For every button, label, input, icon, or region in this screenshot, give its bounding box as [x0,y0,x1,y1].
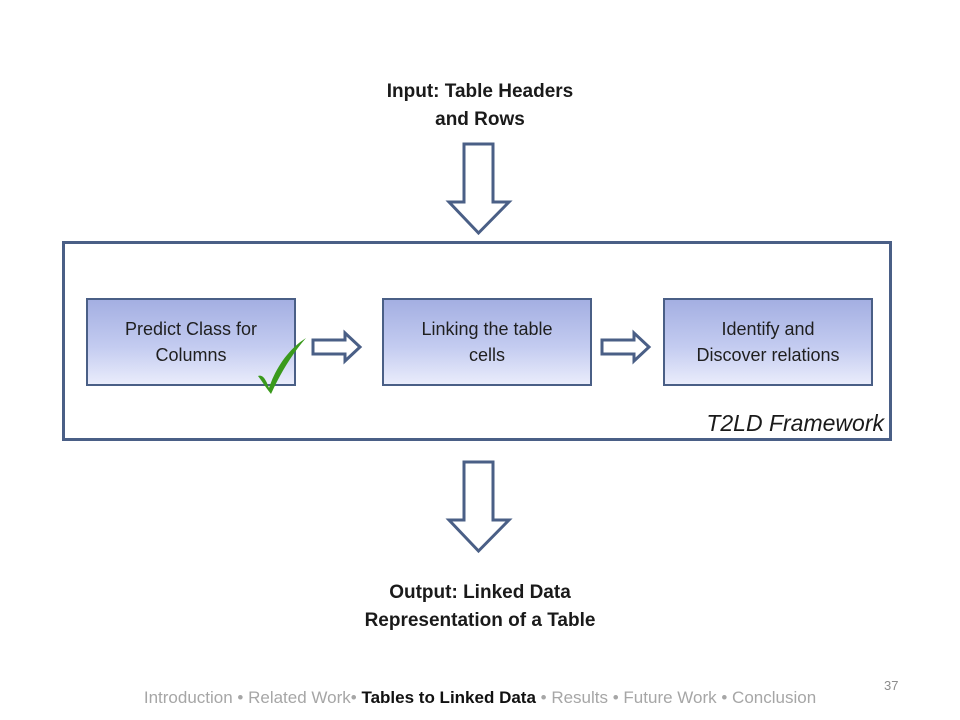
stage-2-label-line1: Linking the table [421,319,553,339]
input-label-line1: Input: Table Headers [386,81,574,102]
nav-related-work[interactable]: Related Work [248,688,351,707]
nav-separator: • [535,688,552,707]
input-label: Input: Table Headers and Rows [330,78,630,134]
nav-results[interactable]: Results [551,688,609,707]
nav-conclusion[interactable]: Conclusion [732,688,817,707]
nav-separator: • [350,688,362,707]
right-arrow-icon [600,329,652,365]
stage-3-label-line2: Discover relations [696,345,840,365]
down-arrow-icon [445,142,513,236]
nav-separator: • [232,688,249,707]
down-arrow-icon [445,460,513,554]
stage-link-cells: Linking the table cells [382,298,592,386]
nav-separator: • [716,688,733,707]
output-label-line2: Representation of a Table [364,610,596,631]
checkmark-icon [258,338,306,394]
input-label-line2: and Rows [435,109,525,130]
output-label: Output: Linked Data Representation of a … [300,579,660,635]
stage-3-label-line1: Identify and [721,319,815,339]
stage-1-label-line2: Columns [155,345,227,365]
nav-future-work[interactable]: Future Work [623,688,717,707]
footer-navigation: Introduction • Related Work• Tables to L… [0,688,960,708]
nav-introduction[interactable]: Introduction [143,688,233,707]
nav-tables-to-linked-data[interactable]: Tables to Linked Data [361,688,536,707]
output-label-line1: Output: Linked Data [389,582,571,603]
framework-label: T2LD Framework [706,410,884,436]
right-arrow-icon [311,329,363,365]
slide-number: 37 [884,678,899,693]
nav-separator: • [608,688,624,707]
stage-predict-class: Predict Class for Columns [86,298,296,386]
stage-discover-relations: Identify and Discover relations [663,298,873,386]
stage-2-label-line2: cells [468,345,505,365]
stage-1-label-line1: Predict Class for [124,319,258,339]
